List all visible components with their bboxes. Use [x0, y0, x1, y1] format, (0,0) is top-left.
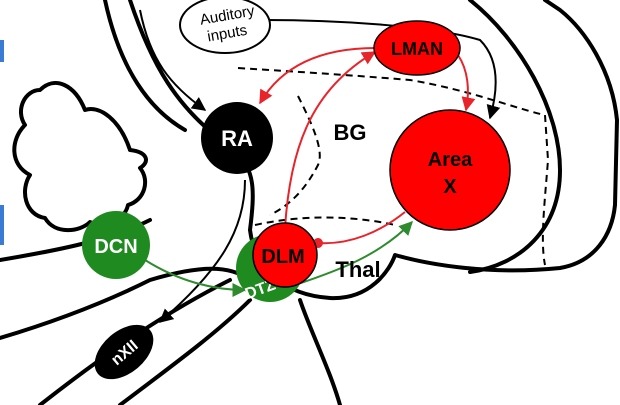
dcn-to-dtz-arrow [144, 259, 247, 297]
auditory-inputs-node: Auditory inputs [179, 0, 271, 54]
auditory-inputs-ellipse [179, 0, 271, 54]
lman-to-area-x-arrow [457, 54, 476, 112]
thal-region-label: Thal [335, 257, 380, 282]
dcn-circle [82, 211, 150, 279]
dtz-to-area-x-arrow [294, 220, 413, 286]
ra-label: RA [221, 126, 253, 151]
nxii-node: nXII [94, 324, 154, 380]
brainstem-line-d [118, 298, 252, 405]
lman-label: LMAN [391, 39, 443, 59]
tract-line-left [103, 0, 187, 132]
area-x-to-dlm-arrow [313, 211, 406, 248]
area-x-node: Area X [389, 109, 511, 231]
left-edge-marker-bottom [0, 205, 4, 245]
lman-to-ra-arrow [259, 47, 377, 105]
ra-circle [201, 102, 273, 174]
area-x-line2: X [443, 176, 457, 198]
cerebellum-outline [12, 80, 148, 233]
auditory-inputs-line2: inputs [206, 22, 248, 46]
dlm-to-lman-arrow [284, 51, 377, 229]
bg-region-label: BG [334, 120, 367, 145]
lman-ellipse [373, 20, 461, 76]
connections [139, 9, 501, 323]
area-x-line1: Area [428, 149, 473, 171]
dlm-circle [252, 222, 318, 288]
dcn-label: DCN [94, 236, 137, 258]
inner-contour [468, 0, 562, 274]
ra-to-nxii-arrow [158, 179, 246, 323]
dlm-label: DLM [261, 246, 304, 268]
auditory-to-area-x-arrow [264, 19, 501, 120]
nxii-ellipse [94, 324, 154, 380]
auditory-to-ra-arrow [139, 9, 207, 111]
ra-node: RA [201, 102, 273, 174]
lman-node: LMAN [373, 20, 461, 76]
area-x-circle [389, 109, 511, 231]
dlm-node: DLM [252, 222, 318, 288]
dcn-node: DCN [82, 211, 150, 279]
thalamus-boundary [254, 216, 396, 226]
basal-ganglia-boundary [237, 67, 550, 266]
tract-line-right [298, 298, 342, 405]
left-edge-marker-top [0, 40, 4, 62]
brainstem-line-b [0, 266, 252, 340]
